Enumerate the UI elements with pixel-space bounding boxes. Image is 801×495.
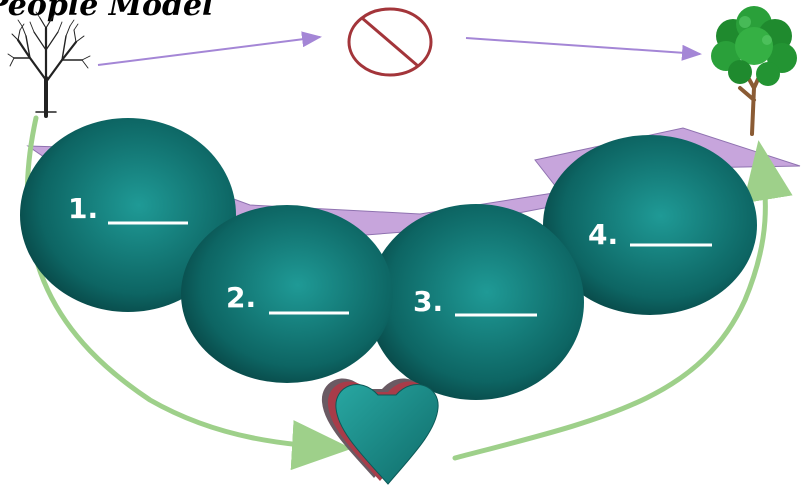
bare-tree-icon xyxy=(7,11,91,118)
arrow-prohibited-to-tree xyxy=(465,37,702,61)
prohibited-icon xyxy=(347,7,433,77)
ellipse-3-label: 3. xyxy=(413,285,443,318)
ellipse-1 xyxy=(20,118,236,312)
ellipse-4-label: 4. xyxy=(588,218,618,251)
ellipse-2 xyxy=(181,205,393,383)
leafy-tree-icon xyxy=(711,6,797,136)
arrow-heart-to-tree xyxy=(452,140,793,461)
page-title: People Model xyxy=(0,0,214,23)
ellipse-3 xyxy=(368,204,584,400)
ellipse-1-label: 1. xyxy=(68,192,98,225)
heart-icon xyxy=(321,378,439,485)
ellipse-4 xyxy=(543,135,757,315)
arrow-tree-to-prohibited xyxy=(97,31,322,66)
ellipse-2-label: 2. xyxy=(226,281,256,314)
